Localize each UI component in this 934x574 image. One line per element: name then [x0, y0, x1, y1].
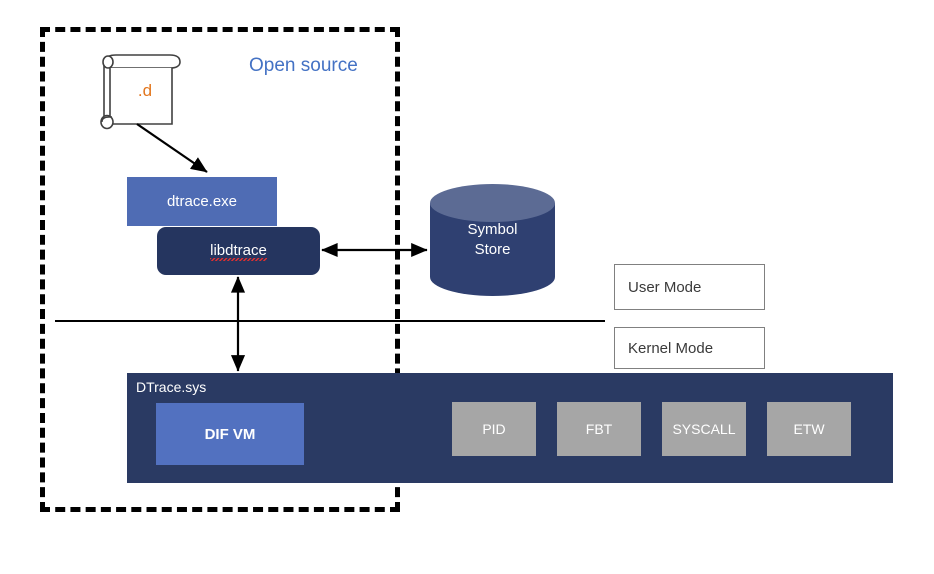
user-mode-legend-box: User Mode — [614, 264, 765, 310]
provider-box-syscall[interactable]: SYSCALL — [662, 402, 746, 456]
dif-vm-box[interactable]: DIF VM — [156, 403, 304, 465]
dtrace-sys-label: DTrace.sys — [136, 379, 207, 395]
dtrace-exe-box[interactable]: dtrace.exe — [127, 177, 277, 226]
dtrace-exe-label: dtrace.exe — [166, 193, 238, 210]
script-file-extension-label: .d — [137, 81, 153, 100]
libdtrace-box[interactable]: libdtrace — [157, 227, 320, 275]
provider-boxes-row: PID FBT SYSCALL ETW — [452, 402, 872, 456]
provider-box-pid[interactable]: PID — [452, 402, 536, 456]
symbol-store-label: Symbol Store — [429, 183, 556, 297]
user-kernel-mode-divider — [55, 320, 605, 322]
kernel-mode-legend-box: Kernel Mode — [614, 327, 765, 369]
dif-vm-label: DIF VM — [204, 425, 256, 443]
provider-box-fbt[interactable]: FBT — [557, 402, 641, 456]
provider-label-etw: ETW — [793, 421, 825, 437]
symbol-store-cylinder[interactable] — [429, 183, 556, 297]
provider-box-etw[interactable]: ETW — [767, 402, 851, 456]
provider-label-pid: PID — [482, 421, 506, 437]
symbol-store-label-line2: Store — [474, 241, 511, 258]
symbol-store-label-line1: Symbol — [467, 220, 518, 238]
kernel-mode-label: Kernel Mode — [628, 339, 714, 357]
provider-label-syscall: SYSCALL — [672, 421, 736, 437]
libdtrace-label: libdtrace — [210, 241, 267, 261]
open-source-label: Open source — [249, 55, 358, 76]
provider-label-fbt: FBT — [585, 421, 613, 437]
open-source-boundary — [40, 27, 400, 512]
user-mode-label: User Mode — [628, 278, 702, 296]
